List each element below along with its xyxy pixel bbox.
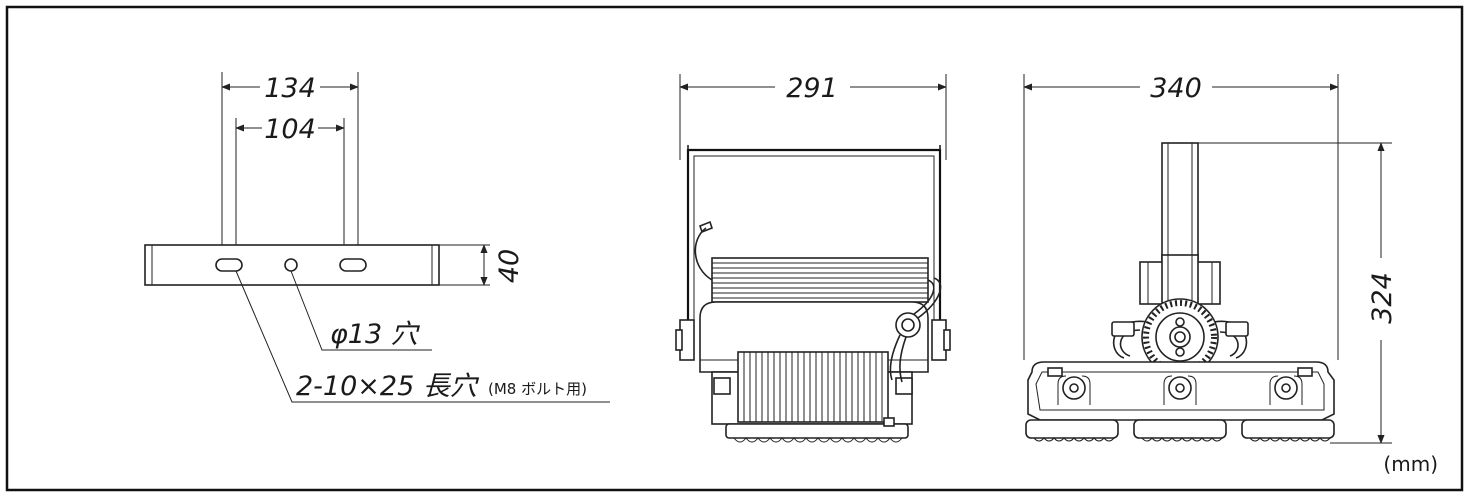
bracket-plate bbox=[144, 244, 440, 286]
dim-291-label: 291 bbox=[786, 73, 838, 104]
dimension-134: 134 bbox=[221, 73, 359, 104]
dim-134-label: 134 bbox=[264, 73, 316, 104]
dim-324-label: 324 bbox=[1367, 272, 1398, 324]
optic-module-center bbox=[1133, 375, 1227, 442]
optic-module-right bbox=[1241, 375, 1335, 442]
driver-fins bbox=[712, 262, 928, 299]
bracket-view: 134 104 40 φ13 穴 2-10×25 長穴 (M8 ボルト用) bbox=[144, 72, 610, 403]
pivot-gear-ring bbox=[1143, 300, 1217, 374]
dimension-340: 340 bbox=[1023, 73, 1339, 104]
side-view: 340 324 bbox=[1023, 73, 1398, 444]
slot-note: (M8 ボルト用) bbox=[488, 380, 587, 398]
dim-340-label: 340 bbox=[1150, 73, 1202, 104]
optic-module-left bbox=[1025, 375, 1119, 442]
slot-right bbox=[339, 258, 367, 272]
front-view: 291 bbox=[675, 73, 951, 443]
dimension-104: 104 bbox=[235, 114, 345, 145]
dimension-324: 324 bbox=[1198, 142, 1398, 444]
dim-40-label: 40 bbox=[494, 249, 525, 283]
dimension-40: 40 bbox=[439, 244, 525, 286]
slot-left bbox=[215, 258, 243, 272]
drawing-frame bbox=[5, 5, 1464, 492]
dimension-291: 291 bbox=[679, 73, 947, 104]
unit-label: (mm) bbox=[1383, 452, 1438, 476]
dim-104-label: 104 bbox=[264, 114, 316, 145]
hole-label: φ13 穴 bbox=[330, 319, 421, 350]
heatsink-fins bbox=[743, 352, 883, 422]
slot-label: 2-10×25 長穴 bbox=[296, 371, 480, 402]
